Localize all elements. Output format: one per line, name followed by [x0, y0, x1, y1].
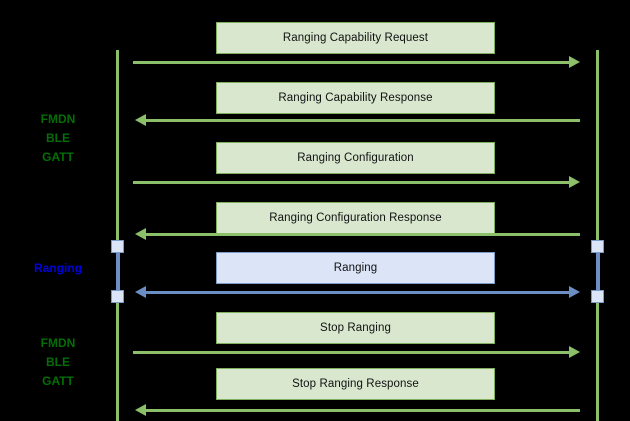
message-box-ranging[interactable]: Ranging: [216, 252, 495, 284]
phase-label-line: Ranging: [34, 261, 82, 275]
phase-label-line: FMDN: [40, 112, 76, 126]
right-activation-bar: [595, 246, 600, 296]
message-box-ranging-configuration[interactable]: Ranging Configuration: [216, 142, 495, 174]
right-lifeline: [596, 50, 599, 421]
left-activation-start-square: [111, 240, 124, 253]
left-activation-bar: [115, 246, 120, 296]
left-lifeline: [116, 50, 119, 421]
right-activation-end-square: [591, 290, 604, 303]
message-label: Ranging: [333, 262, 378, 274]
message-label: Stop Ranging Response: [292, 378, 419, 390]
phase-label-fmdn-ble-gatt-bottom: FMDN BLE GATT: [20, 334, 96, 391]
message-arrow-ranging-configuration-response: [135, 228, 580, 240]
left-activation-end-square: [111, 290, 124, 303]
message-box-ranging-capability-request[interactable]: Ranging Capability Request: [216, 22, 495, 54]
message-label: Ranging Configuration: [297, 152, 414, 164]
message-arrow-ranging-capability-request: [133, 56, 580, 68]
message-box-ranging-configuration-response[interactable]: Ranging Configuration Response: [216, 202, 495, 234]
message-label: Stop Ranging: [320, 322, 391, 334]
message-box-stop-ranging-response[interactable]: Stop Ranging Response: [216, 368, 495, 400]
phase-label-line: GATT: [42, 374, 74, 388]
right-activation-start-square: [591, 240, 604, 253]
message-arrow-stop-ranging-response: [135, 404, 580, 416]
phase-label-line: BLE: [46, 355, 70, 369]
message-arrow-ranging-configuration: [133, 176, 580, 188]
message-label: Ranging Capability Response: [278, 92, 433, 104]
phase-label-ranging: Ranging: [20, 259, 96, 278]
phase-label-line: GATT: [42, 150, 74, 164]
message-arrow-ranging-capability-response: [135, 114, 580, 126]
message-label: Ranging Configuration Response: [269, 212, 442, 224]
message-box-ranging-capability-response[interactable]: Ranging Capability Response: [216, 82, 495, 114]
message-label: Ranging Capability Request: [282, 32, 429, 44]
message-box-stop-ranging[interactable]: Stop Ranging: [216, 312, 495, 344]
phase-label-line: FMDN: [40, 336, 76, 350]
message-arrow-ranging-bidirectional: [135, 286, 580, 298]
phase-label-line: BLE: [46, 131, 70, 145]
message-arrow-stop-ranging: [133, 346, 580, 358]
phase-label-fmdn-ble-gatt-top: FMDN BLE GATT: [20, 110, 96, 167]
